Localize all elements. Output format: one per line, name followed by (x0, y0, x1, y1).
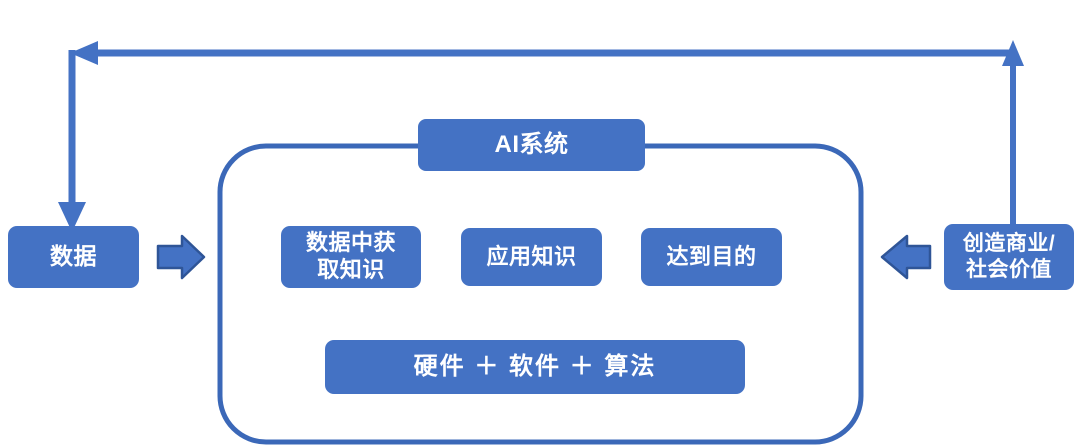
feedback-loop-arrow (58, 40, 1024, 232)
arrow-data-to-system (156, 234, 206, 280)
node-ai-system-title[interactable]: AI系统 (418, 119, 645, 171)
node-achieve-goal[interactable]: 达到目的 (641, 228, 782, 286)
node-acquire-knowledge-from-data[interactable]: 数据中获 取知识 (281, 226, 421, 288)
node-hardware-software-algorithm[interactable]: 硬件 ＋ 软件 ＋ 算法 (325, 340, 745, 394)
node-business-social-value[interactable]: 创造商业/ 社会价值 (944, 224, 1074, 290)
node-data[interactable]: 数据 (8, 226, 139, 288)
ai-system-container (217, 143, 864, 445)
arrow-system-to-value (880, 234, 932, 280)
node-apply-knowledge[interactable]: 应用知识 (461, 228, 602, 286)
